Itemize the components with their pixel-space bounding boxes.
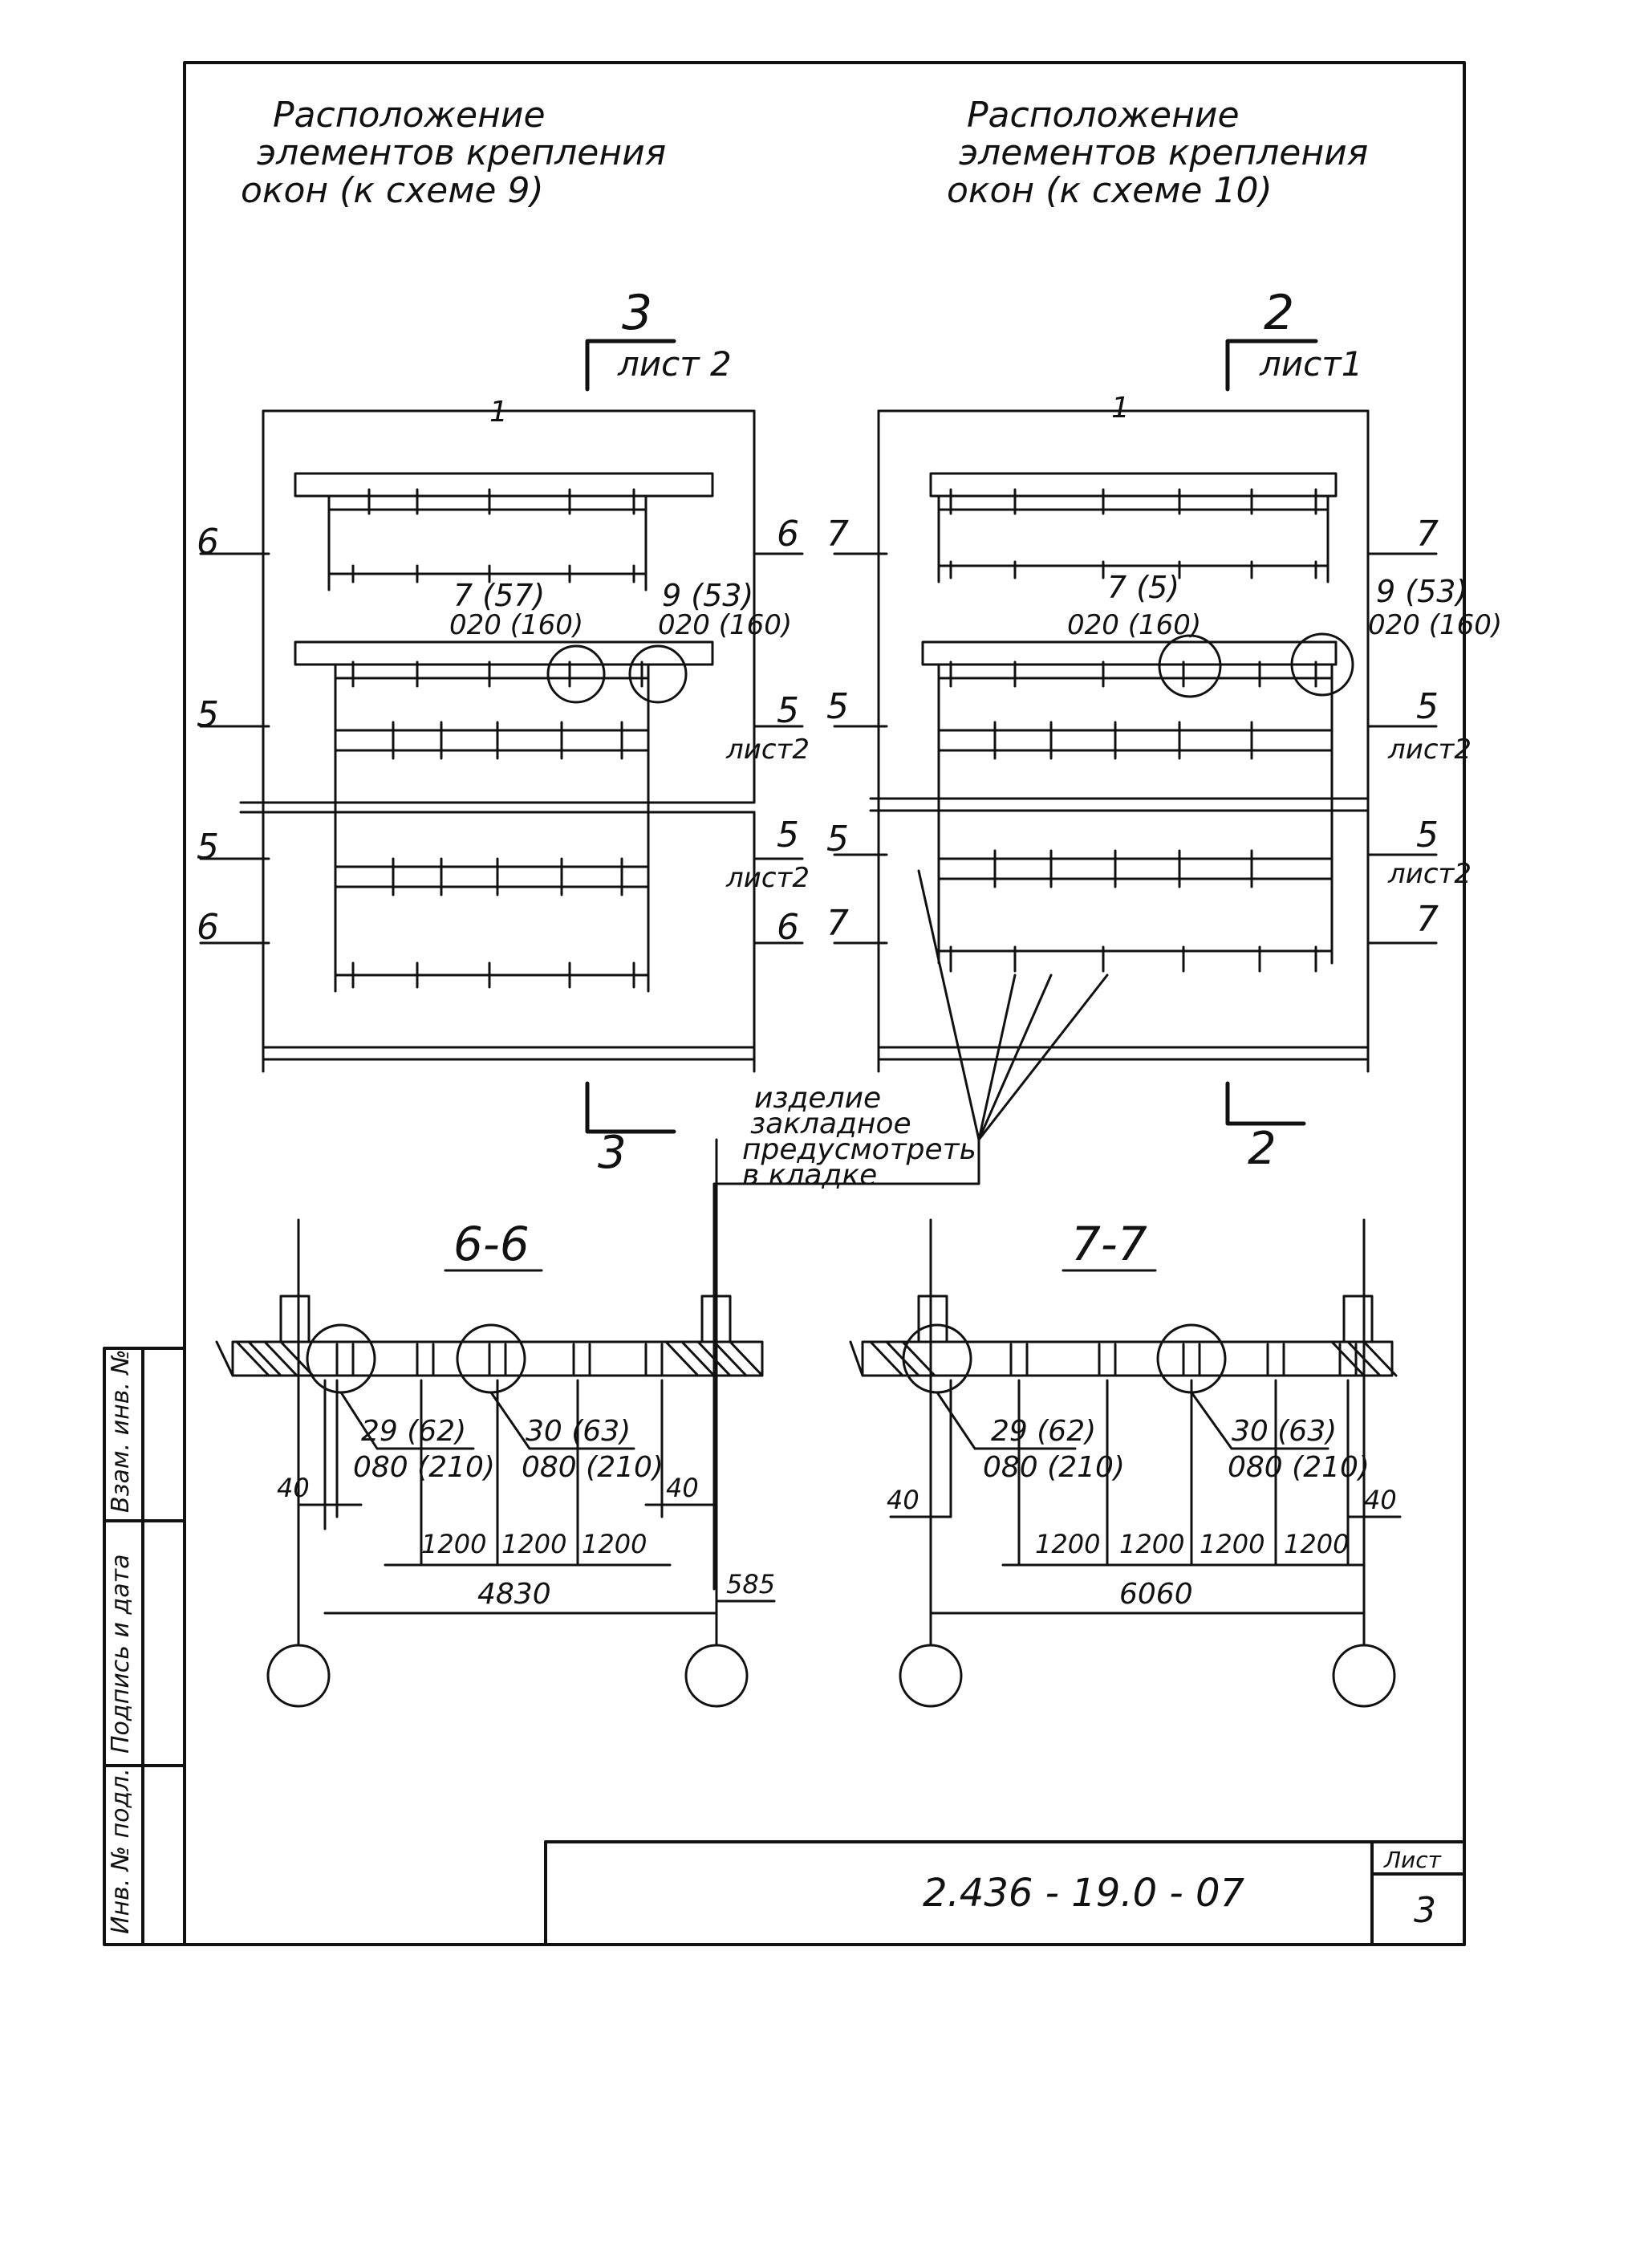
svg-text:лист 2: лист 2: [617, 344, 732, 384]
plan-right-callout-b-num: 9 (53): [1376, 574, 1467, 609]
plan-left-callout-a-num: 7 (57): [453, 578, 545, 613]
section-marker-3-top: 3 лист 2: [585, 285, 732, 392]
svg-text:40: 40: [666, 1473, 699, 1503]
svg-text:40: 40: [1364, 1485, 1397, 1515]
svg-text:изделие: изделие: [754, 1082, 881, 1115]
section-6-6-callout-b-sub: 080 (210): [522, 1451, 664, 1484]
svg-text:закладное: закладное: [750, 1108, 911, 1140]
svg-text:40: 40: [887, 1485, 919, 1515]
svg-text:5: 5: [777, 690, 799, 731]
plan-left-sheet-ref-b: лист2: [725, 862, 810, 894]
doc-code: 2.436 - 19.0 - 07: [923, 1871, 1245, 1916]
svg-text:3: 3: [598, 1127, 627, 1179]
inv-no-label: Инв. № подл.: [107, 1768, 135, 1934]
plan-right: 1 7 7 5 5 5 5 7 7 лист2 лист2 7 (5) 020 …: [712, 392, 1502, 1591]
svg-text:7: 7: [1416, 899, 1439, 940]
section-7-7-title: 7-7: [1071, 1217, 1147, 1271]
plan-left-outline: [199, 409, 804, 1073]
title-right: Расположение элементов крепления окон (к…: [947, 95, 1368, 211]
plan-right-outline: [712, 409, 1438, 1591]
binding-strip-labels: Инв. № подл. Подпись и дата Взам. инв. №: [107, 1349, 135, 1934]
plan-right-callout-a-sub: 020 (160): [1067, 609, 1201, 641]
svg-text:в кладке: в кладке: [742, 1159, 877, 1192]
section-7-7: 7-7 29 (62) 080 (210) 30 (63) 080 (210) …: [849, 1217, 1402, 1708]
sheet-number: 3: [1414, 1890, 1436, 1931]
svg-text:7: 7: [826, 514, 849, 555]
plan-left-sheet-ref-a: лист2: [725, 734, 810, 766]
svg-text:1200: 1200: [582, 1529, 647, 1559]
svg-text:1200: 1200: [1200, 1529, 1265, 1559]
plan-right-sheet-ref-b: лист2: [1387, 858, 1472, 890]
svg-text:5: 5: [777, 815, 799, 856]
section-6-6-callout-b-num: 30 (63): [526, 1415, 631, 1448]
svg-text:предусмотреть: предусмотреть: [742, 1133, 976, 1166]
svg-text:6: 6: [197, 907, 219, 948]
svg-text:5: 5: [826, 819, 849, 860]
svg-text:585: 585: [726, 1569, 775, 1599]
svg-text:4830: 4830: [477, 1578, 551, 1611]
section-6-6-callout-a-num: 29 (62): [361, 1415, 466, 1448]
svg-text:2: 2: [1248, 1123, 1277, 1175]
svg-text:6: 6: [197, 522, 219, 563]
plan-right-sheet-ref-a: лист2: [1387, 734, 1472, 766]
plan-left-callout-b-num: 9 (53): [662, 578, 753, 613]
signature-date-label: Подпись и дата: [107, 1555, 135, 1754]
svg-text:лист1: лист1: [1259, 344, 1362, 384]
section-marker-3-bottom: 3: [585, 1081, 676, 1179]
svg-text:40: 40: [277, 1473, 310, 1503]
svg-text:Расположение: Расположение: [967, 95, 1240, 136]
section-7-7-callout-b-num: 30 (63): [1232, 1415, 1337, 1448]
section-7-7-callout-a-sub: 080 (210): [983, 1451, 1125, 1484]
sheet-label: Лист: [1383, 1847, 1442, 1873]
svg-text:окон (к схеме 9): окон (к схеме 9): [241, 170, 544, 211]
svg-text:5: 5: [197, 694, 219, 735]
svg-text:7: 7: [1416, 514, 1439, 555]
svg-text:3: 3: [622, 285, 652, 341]
replaced-inv-label: Взам. инв. №: [107, 1349, 135, 1513]
plan-right-callout-a-num: 7 (5): [1107, 570, 1179, 605]
svg-text:Расположение: Расположение: [273, 95, 546, 136]
section-6-6: 6-6 29 (62) 080 (210) 30 (63) 080 (210): [215, 1138, 776, 1708]
section-marker-2-top: 2 лист1: [1225, 285, 1362, 392]
embedded-part-note: изделие закладное предусмотреть в кладке: [742, 1082, 976, 1192]
plan-left-callout-a-sub: 020 (160): [449, 609, 583, 641]
svg-text:6: 6: [777, 907, 799, 948]
svg-text:7: 7: [826, 903, 849, 944]
svg-text:5: 5: [197, 827, 219, 868]
svg-text:5: 5: [1416, 686, 1439, 727]
title-left: Расположение элементов крепления окон (к…: [241, 95, 666, 211]
svg-text:окон (к схеме 10): окон (к схеме 10): [947, 170, 1273, 211]
section-marker-2-bottom: 2: [1225, 1081, 1306, 1175]
svg-text:2: 2: [1264, 285, 1294, 341]
svg-text:5: 5: [826, 686, 849, 727]
svg-text:элементов крепления: элементов крепления: [959, 132, 1368, 173]
svg-text:1200: 1200: [421, 1529, 486, 1559]
plan-left-axis-mark: 1: [489, 396, 508, 429]
svg-text:элементов крепления: элементов крепления: [257, 132, 666, 173]
section-7-7-callout-a-num: 29 (62): [991, 1415, 1096, 1448]
section-6-6-callout-a-sub: 080 (210): [353, 1451, 495, 1484]
section-7-7-callout-b-sub: 080 (210): [1228, 1451, 1370, 1484]
svg-text:5: 5: [1416, 815, 1439, 856]
section-6-6-title: 6-6: [453, 1217, 530, 1271]
svg-text:1200: 1200: [1119, 1529, 1184, 1559]
plan-right-axis-mark: 1: [1111, 392, 1130, 425]
plan-left: 1 6 6 5 5 5 5 6 6 лист2 лист2 7 (57) 020…: [197, 396, 810, 1073]
svg-text:6: 6: [777, 514, 799, 555]
plan-right-callout-b-sub: 020 (160): [1368, 609, 1502, 641]
plan-left-callout-b-sub: 020 (160): [658, 609, 792, 641]
sheet-frame: [103, 61, 1466, 1946]
svg-text:1200: 1200: [501, 1529, 566, 1559]
svg-text:1200: 1200: [1035, 1529, 1100, 1559]
svg-text:1200: 1200: [1284, 1529, 1349, 1559]
svg-text:6060: 6060: [1119, 1578, 1193, 1611]
